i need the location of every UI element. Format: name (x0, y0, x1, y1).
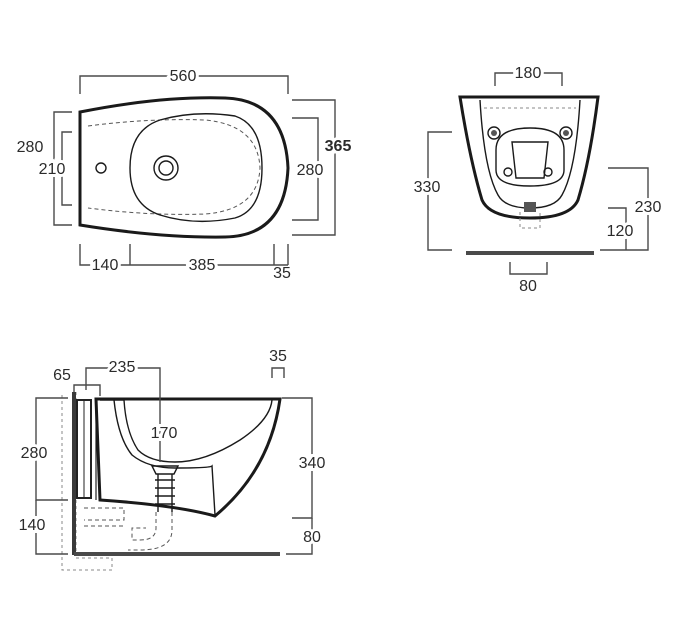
top-view-inner-bowl (87, 119, 261, 215)
dim-floor-gap: 80 (303, 529, 321, 546)
top-view-bowl-rim (129, 113, 263, 223)
dim-fixing-spacing: 180 (515, 65, 542, 82)
drain-inner (158, 160, 174, 176)
rear-view: 180 330 230 120 80 (411, 62, 665, 295)
dim-base-height: 140 (19, 517, 46, 534)
side-body-outline (94, 397, 282, 518)
tap-hole (95, 162, 107, 174)
dim-rim-offset: 35 (269, 348, 287, 365)
dim-fixing-height: 230 (635, 199, 662, 216)
dim-bowl-length: 385 (189, 257, 216, 274)
dim-body-width: 280 (297, 162, 324, 179)
dim-rim-height: 280 (21, 445, 48, 462)
top-view: 560 280 210 365 280 140 385 35 (17, 65, 355, 282)
dim-rear-height: 330 (414, 179, 441, 196)
dim-body-height: 340 (299, 455, 326, 472)
side-frame (61, 392, 113, 571)
top-view-outline (78, 96, 290, 239)
dim-frame-depth: 65 (53, 367, 71, 384)
dim-bowl-depth: 170 (151, 425, 178, 442)
inlet-hole-right (543, 167, 553, 177)
dim-rear-gap: 35 (273, 265, 291, 282)
rear-waste (524, 202, 536, 212)
inlet-hole-left (503, 167, 513, 177)
drain-outer (153, 155, 179, 181)
fixing-hole-right (559, 126, 573, 140)
fixing-hole-left (487, 126, 501, 140)
dim-rim-width: 280 (17, 139, 44, 156)
rear-view-plate (495, 127, 565, 187)
side-view: 65 235 35 170 280 140 340 80 (16, 348, 328, 571)
dim-overall-length: 560 (170, 68, 197, 85)
dim-bowl-reach: 235 (109, 359, 136, 376)
dim-overall-width: 365 (325, 138, 352, 155)
dim-waste-width: 80 (519, 278, 537, 295)
dim-waste-height: 120 (607, 223, 634, 240)
side-siphon (84, 507, 173, 551)
dim-tap-offset: 140 (92, 257, 119, 274)
dim-bowl-width: 210 (39, 161, 66, 178)
